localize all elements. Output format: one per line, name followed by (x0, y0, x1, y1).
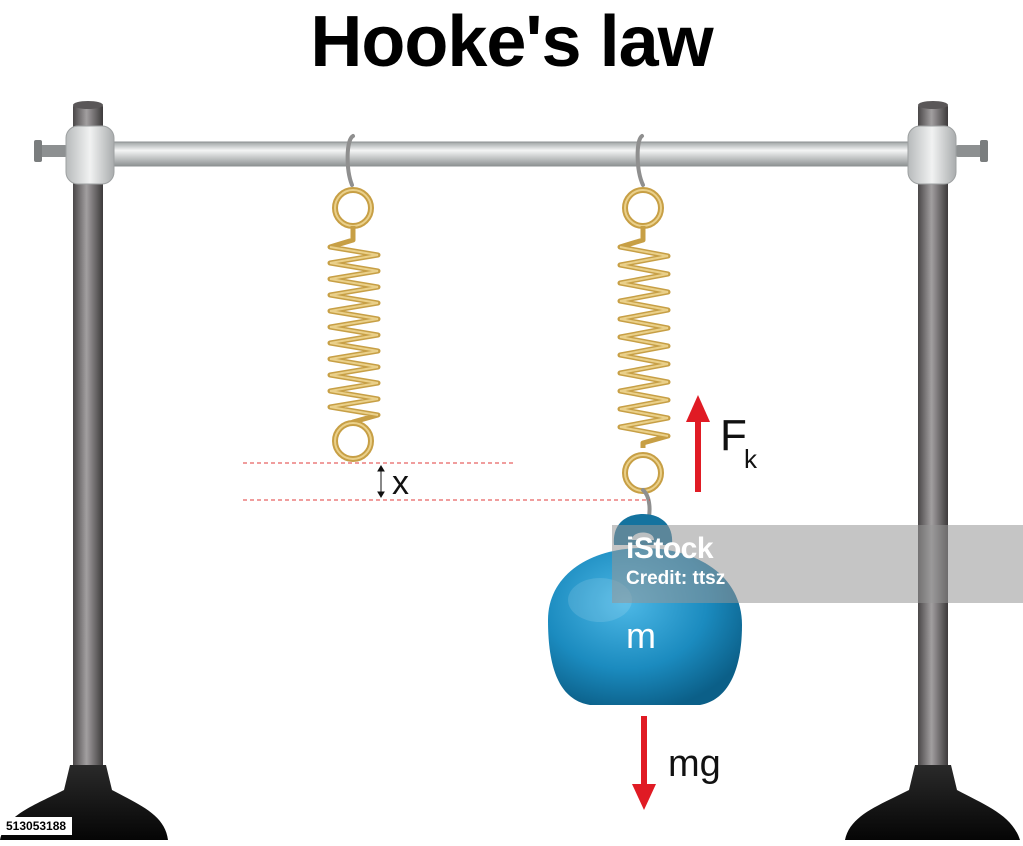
left-hook (345, 134, 355, 187)
right-stand (845, 101, 1020, 840)
weight-arrow (632, 716, 656, 810)
diagram-title: Hooke's law (310, 2, 713, 82)
spring-force-arrow (686, 395, 710, 492)
weight-label: mg (668, 743, 721, 785)
stock-image-id: 513053188 (0, 817, 73, 835)
right-hook (635, 134, 645, 187)
watermark-credit: Credit: ttsz (626, 568, 726, 589)
spring-force-label: F (720, 411, 747, 460)
right-pole (918, 103, 948, 783)
left-clamp (34, 125, 115, 185)
displacement-marker (377, 465, 385, 498)
right-spring (617, 187, 671, 494)
watermark-band (612, 525, 1023, 603)
spring-force-subscript: k (744, 444, 758, 474)
right-base (845, 765, 1020, 840)
left-pole (73, 103, 103, 783)
watermark-logo: iStock (626, 532, 714, 565)
displacement-label: x (392, 464, 409, 502)
right-clamp (907, 125, 988, 185)
left-spring (327, 187, 381, 462)
mass-label: m (626, 615, 656, 656)
horizontal-rod (94, 141, 936, 167)
left-stand (0, 101, 168, 840)
